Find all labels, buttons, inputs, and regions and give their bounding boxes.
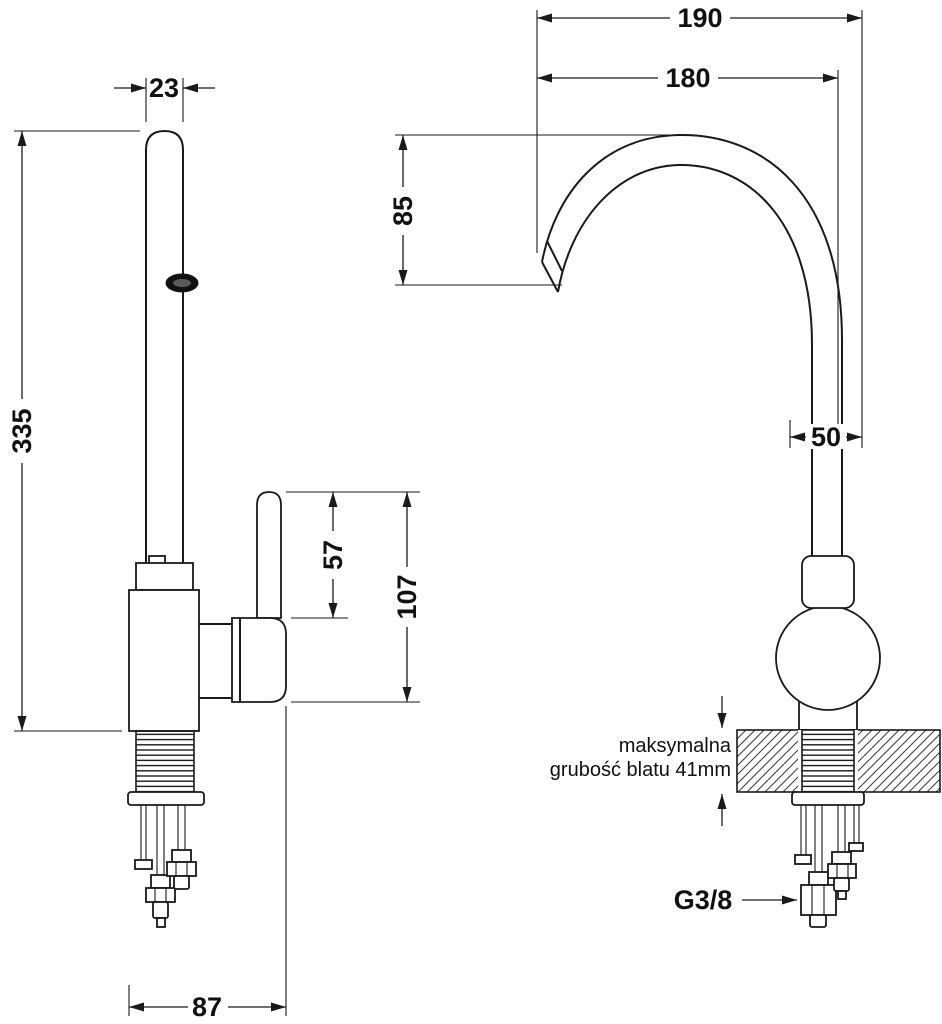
mounting-washer (127, 791, 205, 806)
gooseneck-spout (541, 133, 843, 575)
handle-lever-front (801, 555, 855, 609)
supply-hose (827, 805, 857, 900)
dimension-pipe-offset: 50 (789, 420, 862, 452)
supply-hose-g38 (800, 805, 837, 928)
handle-lever (256, 491, 282, 619)
dim-label-190: 190 (677, 3, 722, 33)
pipe-collar (135, 562, 194, 591)
dim-label-57: 57 (318, 540, 348, 570)
dimension-spout-drop: 85 (388, 134, 693, 286)
mounting-stud (794, 805, 812, 865)
dim-label-335: 335 (7, 408, 37, 453)
threaded-shank-front (801, 729, 855, 793)
thread-size-callout: G3/8 (674, 885, 797, 915)
dimension-spout-width: 23 (114, 73, 215, 122)
dim-label-107: 107 (392, 574, 422, 619)
dimension-total-height: 335 (7, 130, 140, 732)
dimension-base-depth: 87 (128, 706, 287, 1022)
threaded-shank (135, 730, 195, 793)
dim-label-50: 50 (811, 422, 841, 452)
side-view-drawing: 23 335 57 107 (7, 73, 422, 1022)
thread-size-label: G3/8 (674, 885, 733, 915)
supply-hose (166, 805, 197, 890)
handle-escutcheon (231, 617, 287, 703)
front-view-drawing: 190 180 85 50 (388, 3, 941, 928)
aerator-outlet (165, 273, 199, 293)
dimension-lever-height: 57 107 (286, 491, 422, 703)
mixer-ball-body (775, 605, 881, 711)
g38-nut (800, 884, 837, 916)
dimension-total-width: 190 (536, 3, 863, 448)
dim-label-180: 180 (665, 63, 710, 93)
counter-note-line2: grubość blatu 41mm (550, 759, 731, 781)
dim-label-87: 87 (192, 992, 222, 1022)
dimension-spout-reach: 180 (537, 63, 839, 425)
supply-hose (145, 805, 176, 928)
mounting-stud (134, 805, 153, 870)
mounting-washer-front (791, 791, 865, 806)
dim-label-85: 85 (388, 196, 418, 226)
mounting-stud (848, 805, 864, 852)
dim-label-23: 23 (149, 73, 179, 103)
counter-note-line1: maksymalna (619, 735, 732, 757)
mixer-body (128, 589, 200, 732)
spout-pipe (145, 129, 184, 567)
spout-mouth (541, 261, 559, 293)
counter-thickness-annotation: maksymalna grubość blatu 41mm (550, 696, 732, 826)
aerator-joint (546, 240, 563, 272)
